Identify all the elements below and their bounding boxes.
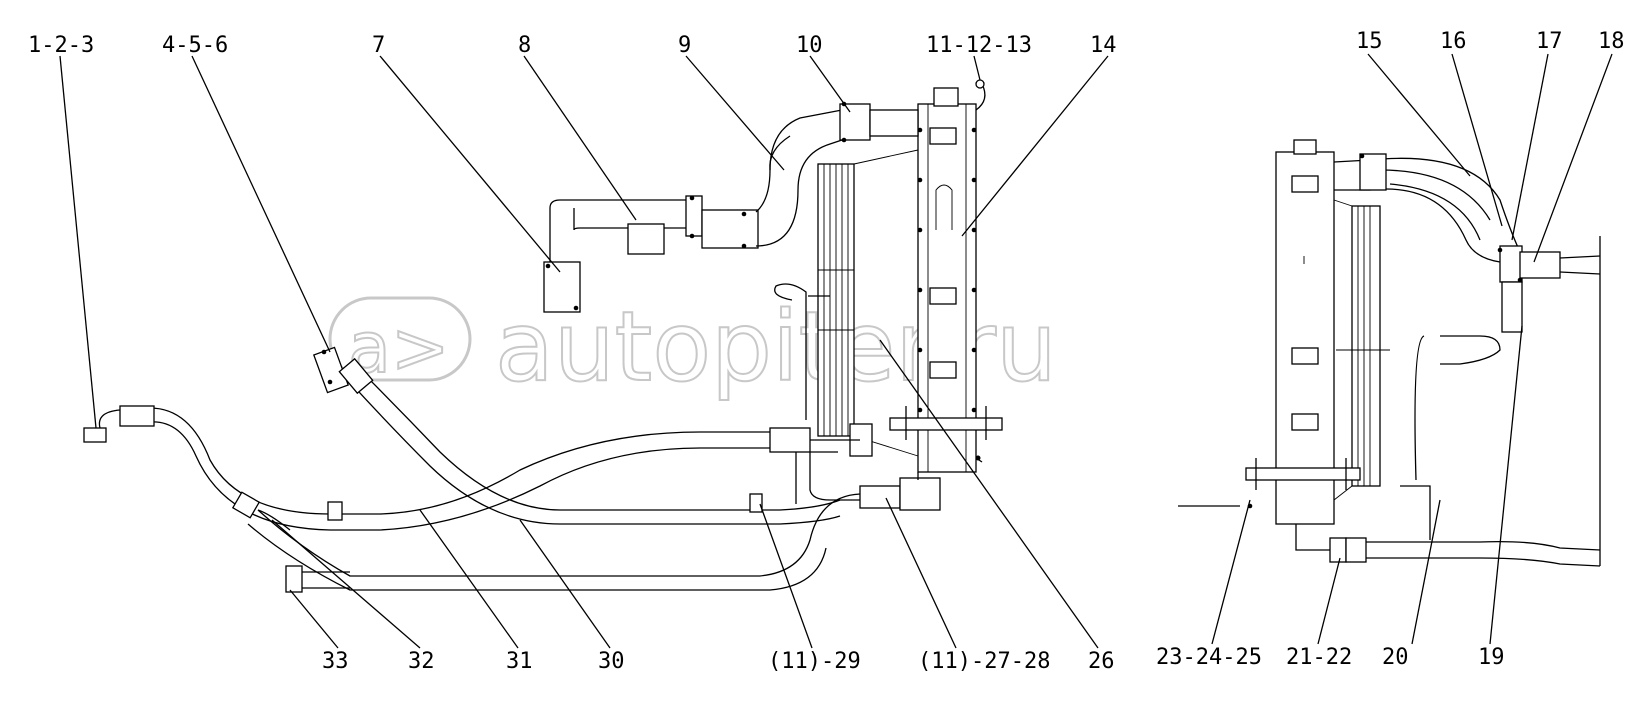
radiator-tank-side-view xyxy=(1275,151,1335,525)
temperature-sensor xyxy=(975,79,985,89)
hose-coupling-30 xyxy=(769,427,811,453)
label-8: 8 xyxy=(518,33,531,58)
label-9: 9 xyxy=(678,33,691,58)
watermark-logo-icon xyxy=(328,296,472,382)
label-32: 32 xyxy=(408,649,435,674)
label-10: 10 xyxy=(796,33,823,58)
label-19: 19 xyxy=(1478,645,1505,670)
hose-coupling-10 xyxy=(839,103,871,141)
label-26: 26 xyxy=(1088,649,1115,674)
label-33: 33 xyxy=(322,649,349,674)
label-20: 20 xyxy=(1382,645,1409,670)
label-4-5-6: 4-5-6 xyxy=(162,33,228,58)
mount-bracket-23-24-25 xyxy=(1245,467,1361,481)
radiator-filler-neck xyxy=(933,87,959,107)
radiator-mount-bracket xyxy=(889,417,1003,431)
label-21-22: 21-22 xyxy=(1286,645,1352,670)
label-1-2-3: 1-2-3 xyxy=(28,33,94,58)
pipe-clamp-7 xyxy=(543,261,581,313)
label-15: 15 xyxy=(1356,29,1383,54)
label-16: 16 xyxy=(1440,29,1467,54)
label-23-24-25: 23-24-25 xyxy=(1156,645,1262,670)
hose-15 xyxy=(1333,157,1521,253)
fitting-1-2-3 xyxy=(83,427,107,443)
hose-coupling-17 xyxy=(1499,245,1523,283)
label-17: 17 xyxy=(1536,29,1563,54)
fitting-27-28 xyxy=(859,485,901,509)
oil-cooler-side-view xyxy=(1351,205,1381,487)
label-11-29: (11)-29 xyxy=(768,649,861,674)
label-31: 31 xyxy=(506,649,533,674)
hose-31 xyxy=(149,407,770,515)
radiator-bolts xyxy=(917,127,977,413)
label-11-12-13: 11-12-13 xyxy=(926,33,1032,58)
leader-lines xyxy=(59,53,1613,649)
intake-pipe-elbow xyxy=(549,208,686,262)
hose-30 xyxy=(359,369,841,511)
hose-elbow-20 xyxy=(1440,335,1501,365)
hose-coupling-15 xyxy=(1359,153,1387,191)
label-30: 30 xyxy=(598,649,625,674)
right-radiator-assembly xyxy=(1178,139,1601,567)
label-18: 18 xyxy=(1598,29,1625,54)
label-7: 7 xyxy=(372,33,385,58)
label-11-27-28: (11)-27-28 xyxy=(918,649,1050,674)
fitting-33 xyxy=(285,565,303,593)
fitting-21-22 xyxy=(1329,537,1347,563)
part-labels: 1-2-3 4-5-6 7 8 9 10 11-12-13 14 15 16 1… xyxy=(28,29,1625,674)
hose-32 xyxy=(257,493,861,577)
label-14: 14 xyxy=(1090,33,1117,58)
cooler-hose-loop xyxy=(774,283,807,420)
left-radiator-assembly xyxy=(83,79,1003,593)
